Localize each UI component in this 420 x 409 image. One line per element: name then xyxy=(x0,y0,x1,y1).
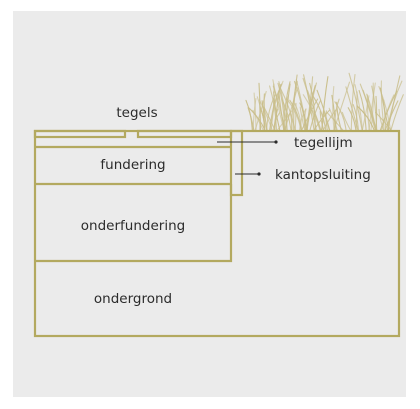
grass-blade xyxy=(294,102,297,132)
grass-blade xyxy=(352,104,359,132)
grass-blade xyxy=(331,94,337,132)
grass-blade xyxy=(326,112,345,132)
grass-blade xyxy=(332,86,335,132)
grass-blade xyxy=(350,73,356,132)
grass-blade xyxy=(319,111,325,132)
grass-blade xyxy=(356,105,375,132)
grass-blade xyxy=(361,95,370,132)
grass-blade xyxy=(380,94,395,132)
grass-blade xyxy=(303,74,315,132)
grass-blade xyxy=(312,95,327,132)
tegellijm-leader-dot xyxy=(274,140,278,144)
grass-blade xyxy=(375,111,393,132)
grass-blade xyxy=(245,99,253,132)
grass-blade xyxy=(299,108,307,132)
tile-right xyxy=(136,129,233,139)
grass-blade xyxy=(370,82,374,132)
grass-blade xyxy=(309,99,322,132)
grass-blade xyxy=(371,85,378,132)
grass-blade xyxy=(378,108,385,132)
grass-blade xyxy=(355,91,358,132)
kantopsluiting-edge xyxy=(229,129,244,197)
grass-blade xyxy=(293,74,298,132)
label-kantopsluiting: kantopsluiting xyxy=(275,167,371,183)
grass-blade xyxy=(265,94,276,132)
grass-blade xyxy=(285,83,291,132)
grass-blade xyxy=(282,81,291,132)
grass-blade xyxy=(248,107,266,132)
diagram-background xyxy=(13,11,406,397)
onderfundering-layer xyxy=(35,184,233,263)
grass-blade xyxy=(380,80,385,132)
grass-blade xyxy=(320,111,324,132)
grass-blade xyxy=(333,81,351,132)
label-onderfundering: onderfundering xyxy=(81,218,185,234)
grass-blade xyxy=(289,112,293,132)
grass-blade xyxy=(269,85,278,132)
grass-blade xyxy=(299,102,307,132)
kantopsluiting-leader-dot xyxy=(257,172,261,176)
grass-blade xyxy=(289,99,302,132)
grass-blade xyxy=(368,82,376,132)
grass-blade xyxy=(358,89,367,132)
grass-illustration xyxy=(245,72,404,132)
grass-blade xyxy=(300,98,319,132)
grass-blade xyxy=(384,100,399,132)
grass-blade xyxy=(328,107,339,132)
grass-blade xyxy=(252,109,265,132)
grass-blade xyxy=(305,76,314,132)
grass-blade xyxy=(277,82,286,132)
label-tegellijm: tegellijm xyxy=(294,135,353,151)
label-tegels: tegels xyxy=(116,105,157,121)
grass-blade xyxy=(278,81,288,132)
grass-blade xyxy=(325,110,329,132)
label-ondergrond: ondergrond xyxy=(94,291,172,307)
label-fundering: fundering xyxy=(100,157,165,173)
grass-blade xyxy=(274,108,279,132)
grass-blade xyxy=(362,89,378,132)
grass-blade xyxy=(390,94,404,132)
grass-blade xyxy=(279,87,296,132)
grass-blade xyxy=(258,99,274,132)
grass-blade xyxy=(253,92,257,132)
grass-blade xyxy=(354,84,364,132)
grass-blade xyxy=(348,72,363,132)
grass-blade xyxy=(341,111,352,132)
grass-blade xyxy=(316,89,331,132)
tile-left xyxy=(33,129,127,139)
